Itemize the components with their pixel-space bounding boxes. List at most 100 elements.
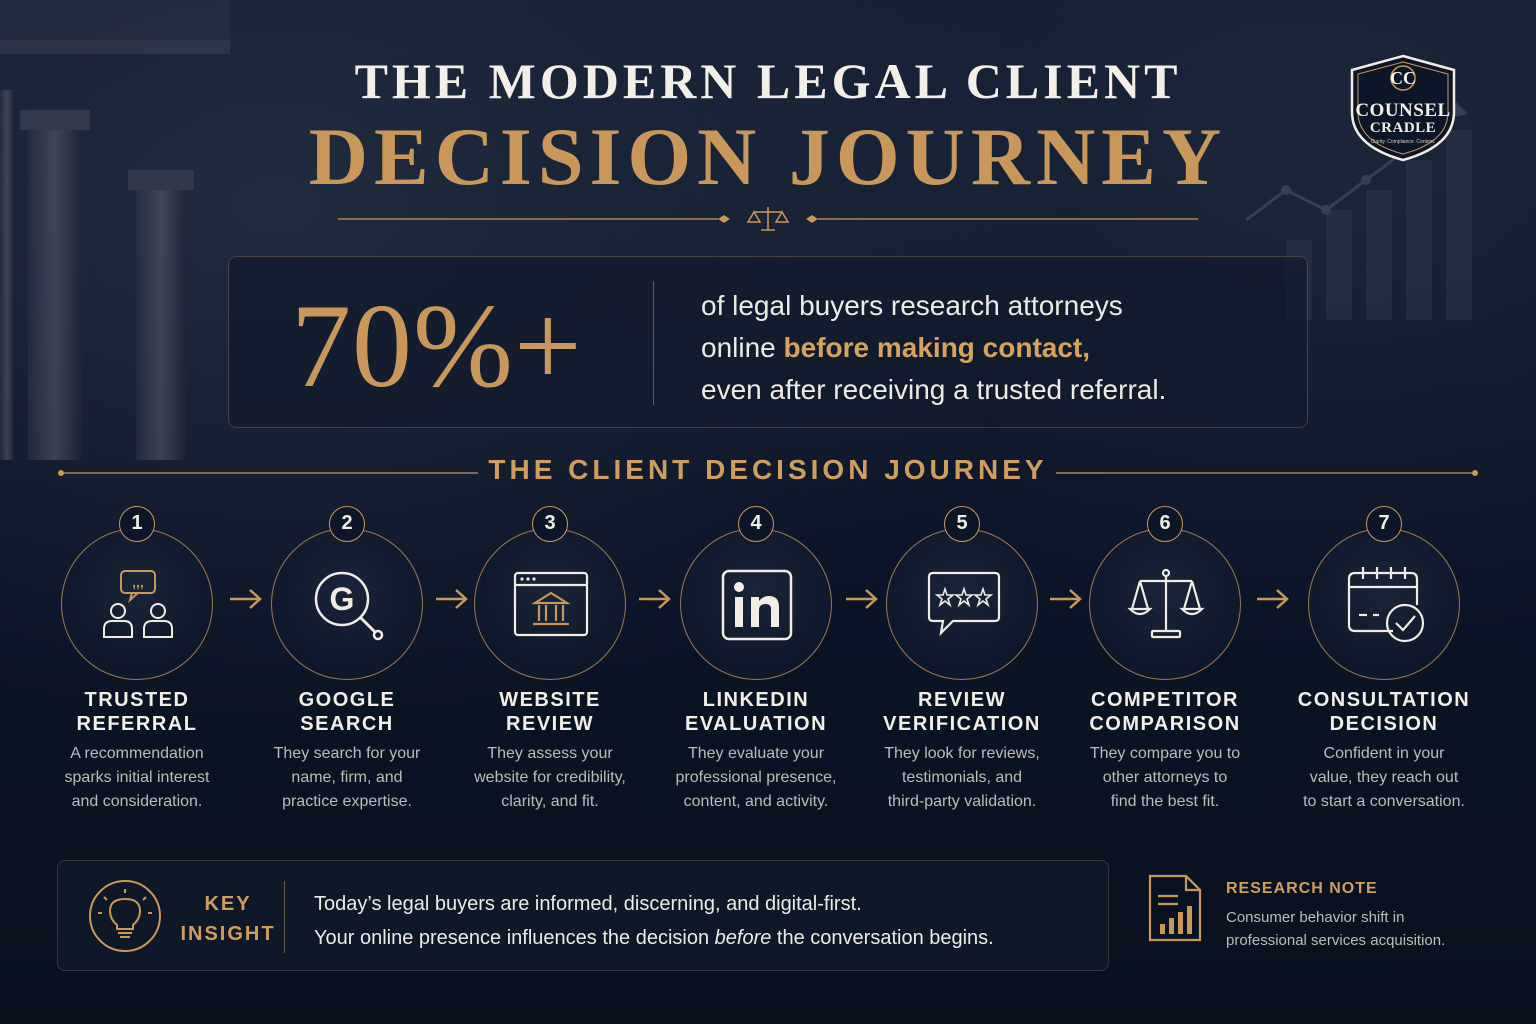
step-description-line-3: and consideration.	[71, 793, 203, 810]
step-title-line-2: REVIEW	[506, 713, 594, 735]
google-search-icon: G	[314, 571, 384, 641]
step-description-line-3: to start a conversation.	[1303, 793, 1465, 810]
step-description-line-3: practice expertise.	[282, 793, 412, 810]
referral-chat-icon: ,,,	[103, 570, 173, 638]
step-icon-circle	[1308, 528, 1460, 680]
stat-divider	[653, 281, 654, 405]
step-description-line-1: They evaluate your	[687, 745, 825, 762]
step-description: A recommendation sparks initial interest…	[37, 742, 237, 814]
step-title-line-1: TRUSTED	[84, 689, 190, 711]
key-insight-label-line-1: KEY	[204, 893, 252, 915]
insight-line-2-italic: before	[714, 927, 772, 949]
document-chart-icon	[1148, 874, 1202, 942]
logo-tagline: Clarity. Compliance. Content.	[1370, 139, 1436, 145]
research-note-title: RESEARCH NOTE	[1226, 880, 1378, 897]
arrow-right-icon	[639, 589, 671, 609]
step-title-line-1: GOOGLE	[298, 689, 396, 711]
step-title-line-2: DECISION	[1329, 713, 1439, 735]
step-title-line-1: WEBSITE	[499, 689, 601, 711]
step-description-line-2: value, they reach out	[1309, 769, 1459, 786]
website-courthouse-icon	[513, 571, 589, 637]
scales-icon	[1127, 568, 1205, 639]
step-description-line-1: They look for reviews,	[884, 745, 1040, 762]
stat-text-line-2: online before making contact,	[701, 327, 1166, 369]
step-description-line-2: professional presence,	[675, 769, 837, 786]
research-note-line-1: Consumer behavior shift in	[1226, 909, 1405, 926]
step-number-badge: 3	[532, 506, 568, 542]
arrow-right-icon	[1050, 589, 1082, 609]
logo-name-line-1: COUNSEL	[1355, 100, 1451, 121]
growth-chart-illustration	[1246, 102, 1472, 320]
step-icon-circle	[474, 528, 626, 680]
step-icon-circle: ,,,	[61, 528, 213, 680]
arrow-right-icon	[846, 589, 878, 609]
step-description: They look for reviews, testimonials, and…	[862, 742, 1062, 814]
key-insight-label-line-2: INSIGHT	[180, 923, 276, 945]
step-title-line-1: CONSULTATION	[1297, 689, 1471, 711]
step-description: Confident in your value, they reach out …	[1284, 742, 1484, 814]
stat-number: 70%+	[291, 279, 583, 412]
step-title-line-2: COMPARISON	[1089, 713, 1241, 735]
arrow-right-icon	[230, 589, 262, 609]
key-insight-label: KEY INSIGHT	[178, 889, 278, 949]
insight-divider	[284, 881, 285, 953]
calendar-check-icon	[1347, 567, 1425, 643]
step-title-line-1: LINKEDIN	[702, 689, 810, 711]
step-description-line-1: A recommendation	[70, 745, 204, 762]
title-line-2: DECISION JOURNEY	[308, 111, 1228, 202]
step-description: They assess your website for credibility…	[450, 742, 650, 814]
step-number-badge: 4	[738, 506, 774, 542]
step-title: GOOGLE SEARCH	[247, 688, 447, 736]
key-insight-panel: KEY INSIGHT Today’s legal buyers are inf…	[57, 860, 1109, 971]
journey-heading-rule-left	[58, 470, 478, 476]
title-line-1: THE MODERN LEGAL CLIENT	[354, 53, 1182, 109]
step-description-line-2: testimonials, and	[901, 769, 1023, 786]
step-number-badge: 2	[329, 506, 365, 542]
journey-heading: THE CLIENT DECISION JOURNEY	[488, 454, 1048, 485]
insight-line-2: Your online presence influences the deci…	[314, 921, 994, 955]
stat-description: of legal buyers research attorneys onlin…	[701, 285, 1166, 411]
logo-monogram: CC	[1390, 68, 1416, 88]
step-description-line-3: content, and activity.	[683, 793, 829, 810]
courthouse-columns-illustration	[0, 0, 230, 460]
step-title: LINKEDIN EVALUATION	[656, 688, 856, 736]
key-insight-text: Today’s legal buyers are informed, disce…	[314, 887, 994, 955]
title-divider	[338, 207, 1198, 231]
stat-text-line-1: of legal buyers research attorneys	[701, 290, 1123, 321]
step-description-line-2: name, firm, and	[291, 769, 403, 786]
journey-heading-rule-right	[1056, 470, 1478, 476]
step-description-line-2: sparks initial interest	[64, 769, 210, 786]
step-description-line-3: find the best fit.	[1110, 793, 1220, 810]
arrow-right-icon	[1257, 589, 1289, 609]
step-title-line-1: COMPETITOR	[1091, 689, 1239, 711]
review-stars-icon	[927, 571, 1001, 637]
insight-line-2-after: the conversation begins.	[771, 927, 994, 949]
counsel-cradle-logo: CC COUNSEL CRADLE Clarity. Compliance. C…	[1346, 52, 1460, 164]
stat-text-highlight: before making contact,	[783, 332, 1091, 363]
research-note-text: Consumer behavior shift in professional …	[1226, 906, 1496, 952]
step-description: They search for your name, firm, and pra…	[247, 742, 447, 814]
step-icon-circle	[1089, 528, 1241, 680]
step-number-badge: 6	[1147, 506, 1183, 542]
step-number-badge: 1	[119, 506, 155, 542]
svg-text:G: G	[330, 581, 355, 617]
step-title-line-2: EVALUATION	[684, 713, 828, 735]
stat-text-line-2-plain: online	[701, 332, 784, 363]
stat-text-line-3: even after receiving a trusted referral.	[701, 374, 1167, 405]
insight-line-2-before: Your online presence influences the deci…	[314, 927, 715, 949]
step-description-line-2: website for credibility,	[474, 769, 626, 786]
step-title-line-2: VERIFICATION	[883, 713, 1041, 735]
step-description-line-3: clarity, and fit.	[501, 793, 599, 810]
step-title: TRUSTED REFERRAL	[37, 688, 237, 736]
step-description-line-2: other attorneys to	[1102, 769, 1228, 786]
insight-line-1: Today’s legal buyers are informed, disce…	[314, 893, 862, 915]
arrow-right-icon	[436, 589, 468, 609]
scales-divider-icon	[746, 207, 790, 231]
step-description-line-1: Confident in your	[1323, 745, 1445, 762]
svg-text:,,,: ,,,	[132, 574, 144, 590]
step-icon-circle	[680, 528, 832, 680]
step-description: They compare you to other attorneys to f…	[1065, 742, 1265, 814]
step-title-line-2: REFERRAL	[76, 713, 198, 735]
step-title: WEBSITE REVIEW	[450, 688, 650, 736]
step-title: COMPETITOR COMPARISON	[1065, 688, 1265, 736]
